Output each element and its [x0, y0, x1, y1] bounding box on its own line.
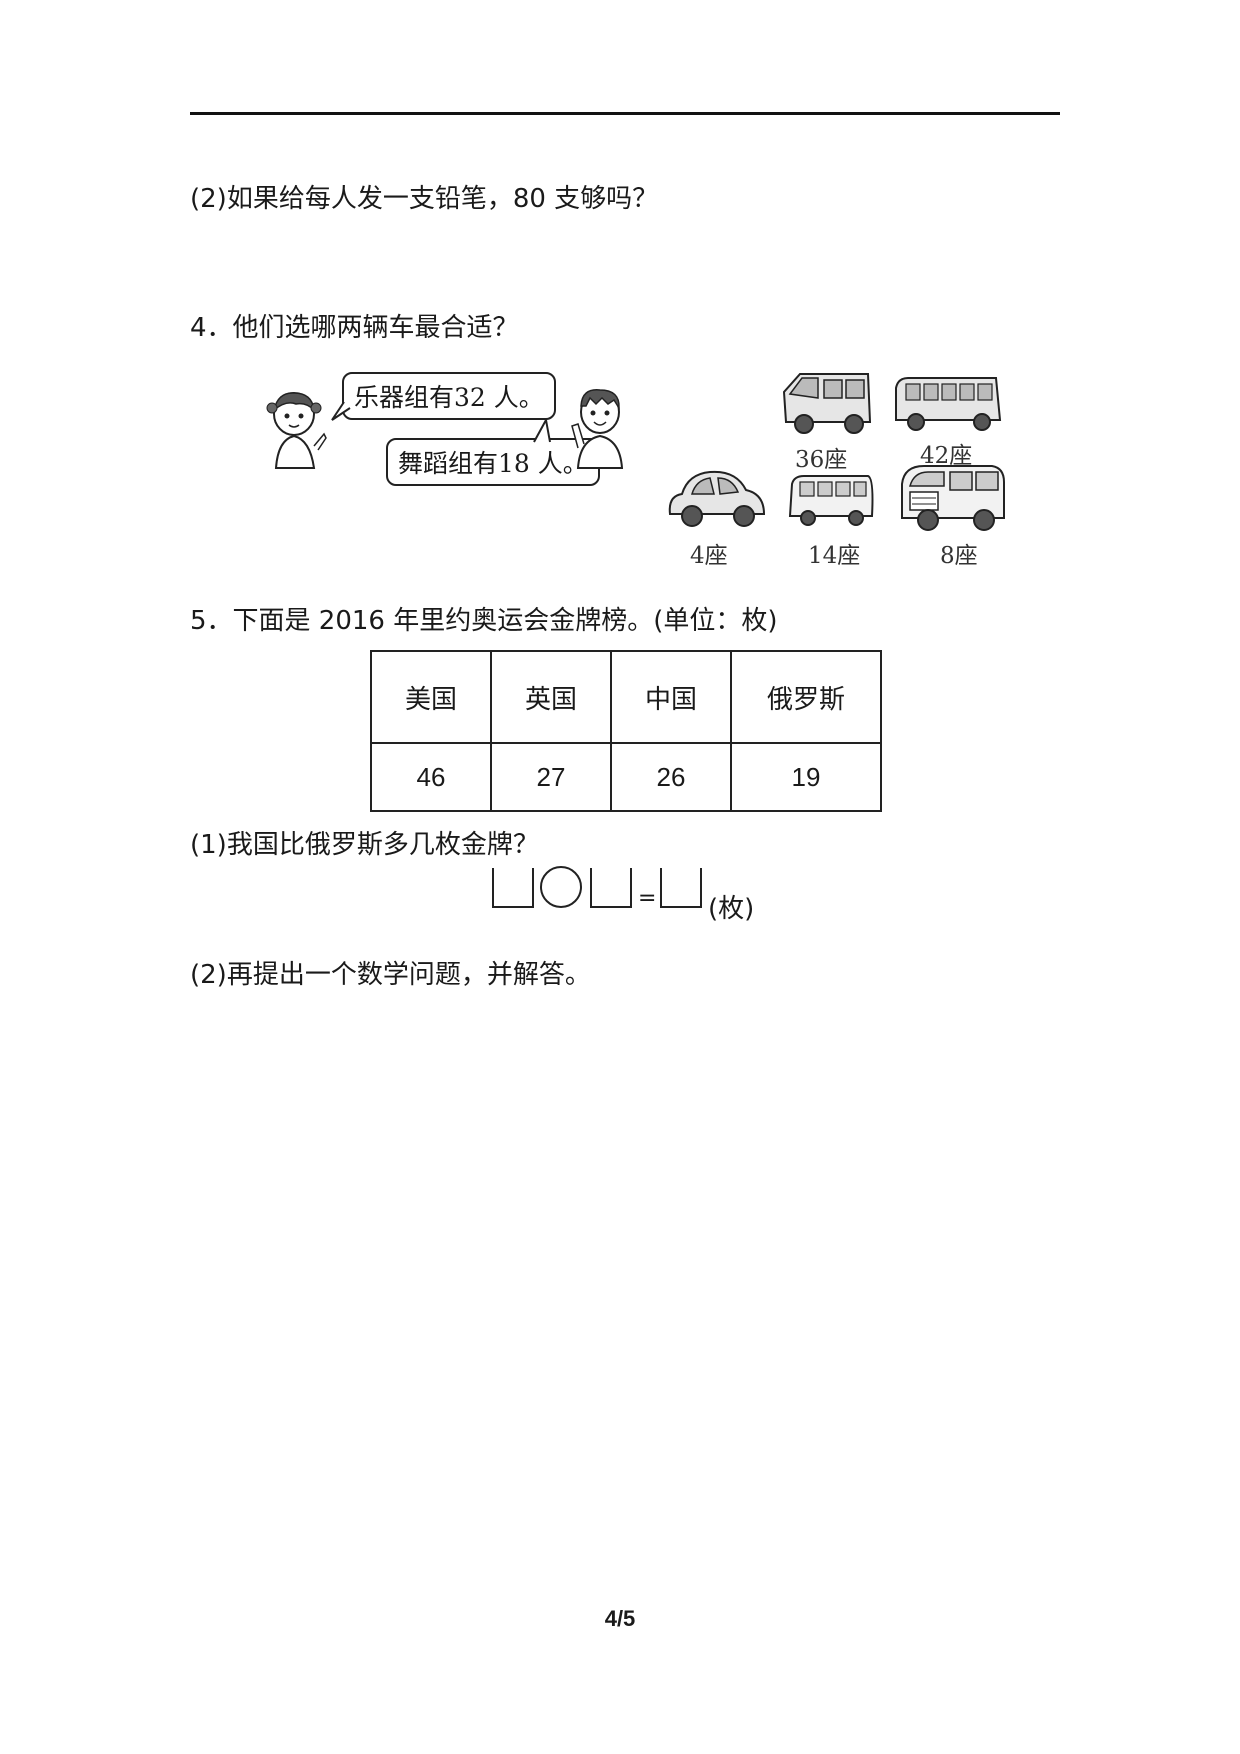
question-5-part-2: (2)再提出一个数学问题，并解答。: [190, 960, 591, 990]
question-4-title: 4．他们选哪两辆车最合适？: [190, 313, 519, 343]
answer-box-2[interactable]: [590, 868, 632, 908]
question-5-title: 5．下面是 2016 年里约奥运会金牌榜。(单位：枚): [190, 606, 778, 636]
bus-icon: [895, 377, 1002, 431]
table-cell: 19: [730, 742, 882, 812]
vehicle-label-36: 36座: [795, 447, 848, 473]
van-icon: [901, 465, 1005, 531]
vehicle-label-4: 4座: [690, 543, 728, 569]
vehicle-label-14: 14座: [808, 543, 861, 569]
unit-label: (枚): [708, 894, 755, 924]
speech-bubble-boy: 舞蹈组有18 人。: [386, 438, 600, 486]
operator-circle[interactable]: [540, 866, 582, 908]
vehicle-label-8: 8座: [940, 543, 978, 569]
girl-icon: [266, 392, 327, 469]
car-icon: [668, 470, 766, 527]
answer-box-result[interactable]: [660, 868, 702, 908]
table-header-cell: 中国: [610, 650, 732, 744]
minibus-icon: [782, 373, 872, 434]
bubble-tail-boy: [533, 418, 551, 443]
equals-sign: =: [638, 886, 657, 911]
gold-medal-table: 美国 英国 中国 俄罗斯 46 27 26 19: [370, 650, 882, 812]
page-number: 4/5: [604, 1606, 636, 1631]
question-3-part-2: (2)如果给每人发一支铅笔，80 支够吗？: [190, 184, 659, 214]
table-cell: 46: [370, 742, 492, 812]
table-header-cell: 俄罗斯: [730, 650, 882, 744]
question-5-part-1: (1)我国比俄罗斯多几枚金牌？: [190, 830, 539, 860]
bubble-tail-girl: [331, 401, 351, 421]
table-header-cell: 美国: [370, 650, 492, 744]
small-bus-icon: [788, 475, 874, 526]
table-header-row: 美国 英国 中国 俄罗斯: [370, 650, 882, 744]
speech-bubble-girl: 乐器组有32 人。: [342, 372, 556, 420]
vehicle-label-42: 42座: [920, 443, 973, 469]
boy-icon: [571, 389, 624, 469]
table-row: 46 27 26 19: [370, 742, 882, 812]
table-cell: 26: [610, 742, 732, 812]
header-rule: [190, 112, 1060, 115]
answer-box-1[interactable]: [492, 868, 534, 908]
table-cell: 27: [490, 742, 612, 812]
table-header-cell: 英国: [490, 650, 612, 744]
